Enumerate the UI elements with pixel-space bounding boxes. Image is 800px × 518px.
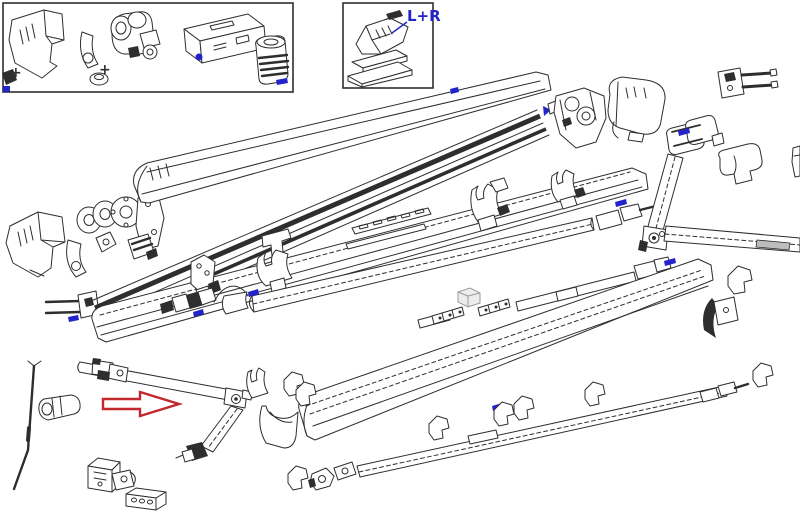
inset-box-left: + + [2,2,294,93]
curved-bracket-part [80,31,99,69]
clip [283,371,305,397]
blue-marker [3,86,10,92]
inset-box-right-border [342,2,434,89]
clip [752,362,774,388]
inset-box-right: L+R [342,2,441,89]
arm-label-sticker [755,239,791,251]
right-support-arm [638,115,800,253]
ghost-cube [457,287,481,308]
tension-rafter [287,381,750,491]
inset-box-left-border [2,2,294,93]
motor-insert [160,287,217,317]
gear-bracket-right [547,87,607,149]
roller-tube [248,217,595,313]
arm-foot [175,442,208,463]
clips [283,265,774,441]
roller-end-fitting [595,199,658,231]
curved-bracket [66,239,87,278]
arm-elbow-right [638,225,669,252]
rafter-knuckle [308,461,357,491]
spring-clip-part [2,69,17,92]
blue-marker [68,315,79,322]
clip [513,395,535,421]
clip [584,381,606,407]
blue-marker [248,289,259,297]
bar-part-thick [347,61,413,88]
pin-bracket-right [717,67,779,99]
label-leader-line [391,21,408,34]
plus-mark-2: + [99,62,111,78]
clip [295,381,317,407]
blue-marker [615,199,627,207]
slider-chain-1 [431,306,465,325]
bracket-a [190,254,221,301]
mounting-strips [345,207,432,250]
bracket-c [470,177,510,232]
motor-assembly-part [110,11,161,60]
arm-clamp [246,367,269,399]
pin-bracket-left [44,290,100,322]
case-top-profile [133,71,552,204]
blue-marker [678,128,690,136]
bracket-d [550,169,586,210]
cap-piece [38,394,81,421]
roof-brackets [190,169,586,301]
blue-marker [195,53,203,61]
rail-bracket [125,487,167,511]
highlight-arrow [101,390,184,418]
roller-tube-row [160,199,658,317]
blue-marker [450,87,459,94]
slider-chain-2 [477,298,511,317]
spline-tube [515,256,676,312]
blue-marker [276,78,288,85]
lr-label: L+R [407,7,441,25]
end-cap-left [5,211,66,278]
arm-horizontal-segment [663,225,800,253]
arm-left-fitting [91,358,129,383]
slider-row [417,256,676,329]
ring-adapter-part [89,72,109,86]
gear-motor-assembly [110,193,165,260]
arm-upper-segment [646,153,684,235]
end-cap-right [607,76,666,143]
left-support-arm [12,358,269,511]
clip [727,265,753,295]
clip [493,401,515,427]
control-box-part [183,13,267,64]
tube-cap [221,291,249,315]
arm-elbow [223,387,253,409]
blue-marker [543,106,551,116]
edge-clip-right [791,145,800,178]
end-bracket-dark [703,296,739,338]
blue-marker [664,258,676,266]
rafter-end-fitting [699,381,750,403]
clip [287,465,309,491]
crank-rod [12,360,42,491]
arm-lower-segment [200,405,244,453]
arm-head [666,115,725,155]
blue-marker [193,309,204,317]
bracket-b [256,228,293,293]
clip [428,415,450,441]
adapter-bracket-part [355,10,409,55]
mount-block [87,457,136,493]
rafter-tube [356,385,728,478]
end-cap-part [8,9,65,79]
right-top-cluster [547,67,779,149]
flange-discs [76,200,118,253]
lead-rail-end-cover [259,405,299,449]
plus-mark-1: + [10,65,22,81]
adapter-cylinder-part [255,35,290,85]
arm-cover-piece [718,143,763,185]
